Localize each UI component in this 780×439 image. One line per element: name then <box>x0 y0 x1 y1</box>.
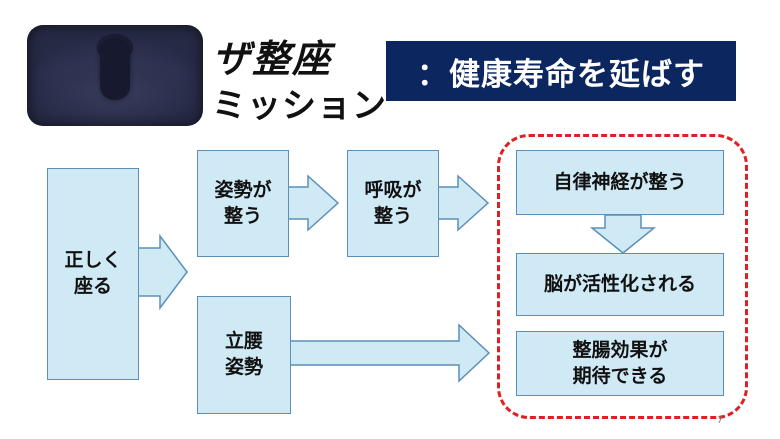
posture-aligned-box: 姿勢が 整う <box>197 150 289 257</box>
intestinal-effect-box: 整腸効果が 期待できる <box>516 331 724 396</box>
arrow-autonomic-to-brain <box>589 214 657 254</box>
start-correct-sitting-box: 正しく 座る <box>47 168 139 380</box>
standing-posture-box: 立腰 姿勢 <box>197 296 291 414</box>
title-line-2: ミッション <box>212 86 387 126</box>
title-line-1: ザ整座 <box>212 36 333 81</box>
arrow-posture-to-breathing <box>287 174 340 232</box>
seat-cushion-groove <box>100 40 130 100</box>
brain-activated-box: 脳が活性化される <box>516 253 724 316</box>
results-dashed-group <box>497 134 748 419</box>
arrow-breathing-to-results <box>437 174 490 232</box>
autonomic-nerves-box: 自律神経が整う <box>516 150 724 215</box>
arrow-start-right <box>137 233 188 311</box>
breathing-aligned-box: 呼吸が 整う <box>347 150 439 257</box>
mission-banner: ：健康寿命を延ばす <box>386 41 736 101</box>
page-number: 7 <box>717 416 723 426</box>
arrow-standing-to-gut <box>289 323 491 383</box>
